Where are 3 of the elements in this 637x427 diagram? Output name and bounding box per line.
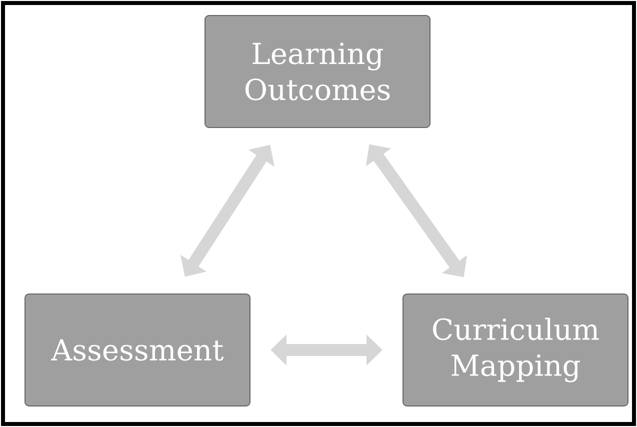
process-box: Learning Outcomes <box>204 15 430 128</box>
process-box: Curriculum Mapping <box>402 294 628 406</box>
process-box: Assessment <box>24 294 250 406</box>
